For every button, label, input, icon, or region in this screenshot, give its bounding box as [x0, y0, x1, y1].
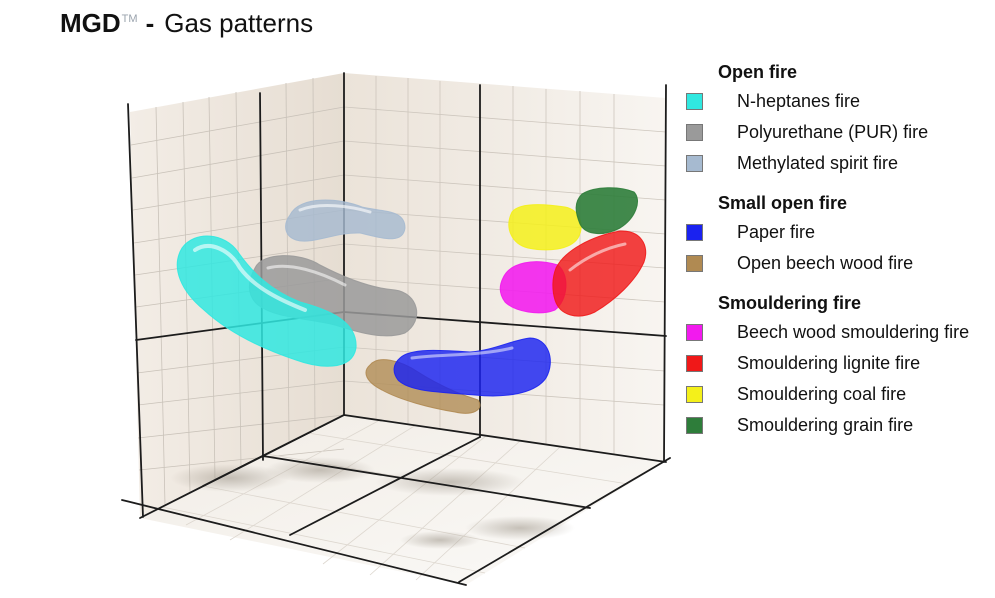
color-swatch: [686, 93, 703, 110]
methylated-spirit-fire-blob: [285, 199, 406, 242]
title-text: Gas patterns: [164, 8, 314, 38]
legend-item-label: Smouldering lignite fire: [737, 353, 921, 373]
legend-item-n-heptanes: N-heptanes fire: [686, 86, 991, 117]
paper-fire-blob: [393, 337, 551, 397]
legend-group-title: Small open fire: [718, 193, 848, 213]
color-swatch: [686, 155, 703, 172]
legend-group-small-open-fire: Small open fire Paper fire Open beech wo…: [686, 189, 991, 279]
floor-shadows: [170, 457, 575, 549]
legend-item-label: Polyurethane (PUR) fire: [737, 122, 929, 142]
legend-item-label: Smouldering coal fire: [737, 384, 907, 404]
page-title: MGDTM-Gas patterns: [60, 8, 313, 39]
legend: Open fire N-heptanes fire Polyurethane (…: [686, 58, 991, 451]
color-swatch: [686, 324, 703, 341]
legend-item-label: Methylated spirit fire: [737, 153, 899, 173]
smouldering-grain-fire-blob: [575, 187, 638, 234]
legend-item-smouldering-grain: Smouldering grain fire: [686, 410, 991, 441]
legend-group-open-fire: Open fire N-heptanes fire Polyurethane (…: [686, 58, 991, 179]
3d-gas-pattern-plot: [121, 72, 671, 586]
color-swatch: [686, 224, 703, 241]
color-swatch: [686, 124, 703, 141]
color-swatch: [686, 386, 703, 403]
brand-name: MGD: [60, 8, 121, 38]
beech-wood-smouldering-fire-blob: [499, 261, 567, 314]
smouldering-lignite-fire-blob: [552, 230, 647, 317]
legend-group-title: Smouldering fire: [718, 293, 862, 313]
legend-item-smouldering-coal: Smouldering coal fire: [686, 379, 991, 410]
color-swatch: [686, 255, 703, 272]
legend-item-polyurethane: Polyurethane (PUR) fire: [686, 117, 991, 148]
legend-item-smouldering-lignite: Smouldering lignite fire: [686, 348, 991, 379]
legend-item-beech-wood-smouldering: Beech wood smouldering fire: [686, 317, 991, 348]
gas-pattern-blobs: [176, 187, 647, 414]
legend-item-open-beech-wood: Open beech wood fire: [686, 248, 991, 279]
trademark-mark: TM: [121, 13, 138, 26]
legend-item-paper: Paper fire: [686, 217, 991, 248]
color-swatch: [686, 355, 703, 372]
legend-item-label: N-heptanes fire: [737, 91, 861, 111]
title-separator: -: [145, 8, 155, 38]
legend-item-methylated-spirit: Methylated spirit fire: [686, 148, 991, 179]
legend-item-label: Paper fire: [737, 222, 816, 242]
color-swatch: [686, 417, 703, 434]
legend-group-smouldering-fire: Smouldering fire Beech wood smouldering …: [686, 289, 991, 441]
legend-item-label: Open beech wood fire: [737, 253, 914, 273]
legend-item-label: Beech wood smouldering fire: [737, 322, 970, 342]
smouldering-coal-fire-blob: [508, 204, 582, 251]
n-heptanes-fire-blob: [176, 235, 357, 367]
legend-group-title: Open fire: [718, 62, 798, 82]
legend-item-label: Smouldering grain fire: [737, 415, 914, 435]
